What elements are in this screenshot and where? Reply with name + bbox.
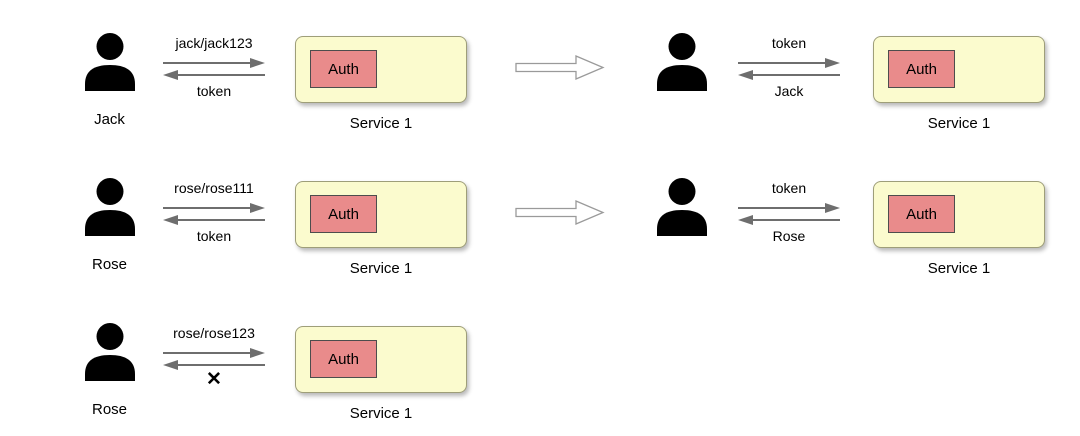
transition-arrow-icon xyxy=(515,55,605,80)
service-box: Auth xyxy=(295,326,467,393)
service: Auth Service 1 xyxy=(295,181,467,277)
user-name-label: Jack xyxy=(94,111,125,128)
user-name-label: Rose xyxy=(91,401,128,418)
message-channel: rose/rose111 token xyxy=(163,178,265,244)
auth-component: Auth xyxy=(888,50,955,88)
request-arrow-icon xyxy=(163,348,265,358)
user-rose: Rose xyxy=(83,323,136,418)
service: Auth Service 1 xyxy=(295,36,467,132)
response-label: token xyxy=(196,228,232,244)
message-channel: rose/rose123 ✕ xyxy=(163,323,265,390)
request-label: token xyxy=(771,35,807,51)
user-name-label: Rose xyxy=(91,256,128,273)
response-arrow-icon xyxy=(163,215,265,225)
response-arrow-icon xyxy=(738,70,840,80)
service-box: Auth xyxy=(873,181,1045,248)
person-icon xyxy=(84,33,135,91)
person-icon xyxy=(84,178,135,236)
response-label: Rose xyxy=(772,228,806,244)
message-channel: token Rose xyxy=(738,178,840,244)
request-label: token xyxy=(771,180,807,196)
auth-flow-rose-token: token Rose Auth Service 1 xyxy=(655,178,1055,288)
x-mark-icon: ✕ xyxy=(206,369,222,390)
user-rose: Rose xyxy=(83,178,136,273)
transition-arrow-icon xyxy=(515,200,605,225)
service: Auth Service 1 xyxy=(295,326,467,422)
service: Auth Service 1 xyxy=(873,181,1045,277)
request-arrow-icon xyxy=(738,203,840,213)
response-arrow-icon xyxy=(163,360,265,370)
auth-component: Auth xyxy=(888,195,955,233)
request-label: jack/jack123 xyxy=(175,35,253,51)
request-label: rose/rose123 xyxy=(173,325,255,341)
service-name-label: Service 1 xyxy=(349,260,413,277)
user-anonymous xyxy=(655,33,708,112)
auth-component: Auth xyxy=(310,50,377,88)
response-label: Jack xyxy=(774,83,804,99)
auth-flow-rose-rejected: Rose rose/rose123 ✕ Auth Service 1 xyxy=(83,323,483,433)
service-box: Auth xyxy=(873,36,1045,103)
service-name-label: Service 1 xyxy=(349,405,413,422)
service-name-label: Service 1 xyxy=(927,115,991,132)
auth-flow-jack-token: token Jack Auth Service 1 xyxy=(655,33,1055,143)
person-icon xyxy=(656,178,707,236)
message-channel: jack/jack123 token xyxy=(163,33,265,99)
service-box: Auth xyxy=(295,36,467,103)
user-anonymous xyxy=(655,178,708,257)
request-arrow-icon xyxy=(163,58,265,68)
auth-component: Auth xyxy=(310,340,377,378)
person-icon xyxy=(656,33,707,91)
user-jack: Jack xyxy=(83,33,136,128)
service: Auth Service 1 xyxy=(873,36,1045,132)
auth-flow-rose-login: Rose rose/rose111 token Auth Service 1 xyxy=(83,178,483,288)
service-name-label: Service 1 xyxy=(349,115,413,132)
request-arrow-icon xyxy=(738,58,840,68)
response-arrow-icon xyxy=(738,215,840,225)
auth-flow-jack-login: Jack jack/jack123 token Auth Service 1 xyxy=(83,33,483,143)
request-arrow-icon xyxy=(163,203,265,213)
person-icon xyxy=(84,323,135,381)
request-label: rose/rose111 xyxy=(174,180,254,196)
auth-component: Auth xyxy=(310,195,377,233)
response-label: token xyxy=(196,83,232,99)
message-channel: token Jack xyxy=(738,33,840,99)
service-name-label: Service 1 xyxy=(927,260,991,277)
service-box: Auth xyxy=(295,181,467,248)
response-arrow-icon xyxy=(163,70,265,80)
